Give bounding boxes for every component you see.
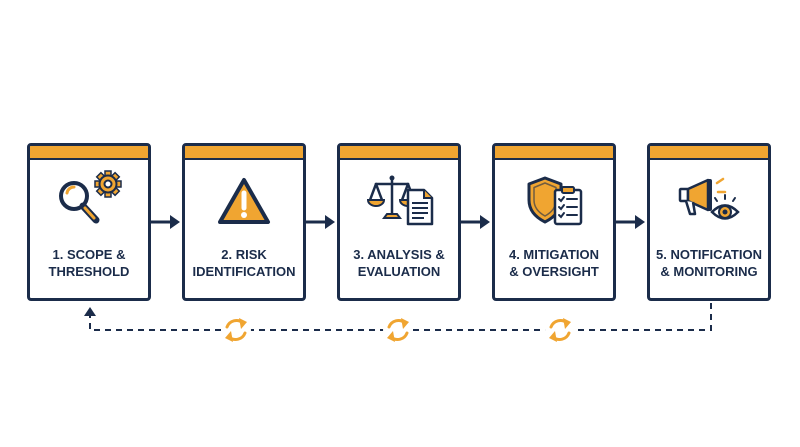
card-header-bar	[340, 146, 458, 160]
arrow-step-1-to-2	[151, 215, 180, 229]
step-label: 5. NOTIFICATION & MONITORING	[650, 246, 768, 280]
step-card-analysis-evaluation: 3. ANALYSIS & EVALUATION	[337, 143, 461, 301]
cycle-icon	[383, 315, 413, 345]
step-label: 4. MITIGATION & OVERSIGHT	[495, 246, 613, 280]
card-header-bar	[495, 146, 613, 160]
feedback-loop	[84, 303, 712, 331]
card-header-bar	[185, 146, 303, 160]
shield-clipboard-icon	[527, 176, 583, 226]
warning-triangle-icon	[218, 178, 270, 224]
forward-arrows	[151, 215, 645, 229]
cycle-icons	[221, 315, 575, 345]
step-label-line1: 4. MITIGATION	[508, 247, 600, 262]
step-label-line1: 5. NOTIFICATION	[656, 247, 762, 262]
step-label-line1: 2. RISK	[221, 247, 267, 262]
arrow-step-2-to-3	[306, 215, 335, 229]
step-label: 2. RISK IDENTIFICATION	[185, 246, 303, 280]
step-label: 1. SCOPE & THRESHOLD	[30, 246, 148, 280]
step-card-mitigation-oversight: 4. MITIGATION & OVERSIGHT	[492, 143, 616, 301]
step-label-line2: EVALUATION	[357, 264, 441, 279]
feedback-loop-arrowhead	[84, 307, 96, 316]
step-label-line2: IDENTIFICATION	[192, 264, 296, 279]
arrow-step-3-to-4	[461, 215, 490, 229]
cycle-icon	[221, 315, 251, 345]
cycle-icon	[545, 315, 575, 345]
card-header-bar	[650, 146, 768, 160]
step-label-line1: 1. SCOPE &	[52, 247, 126, 262]
card-header-bar	[30, 146, 148, 160]
step-label: 3. ANALYSIS & EVALUATION	[340, 246, 458, 280]
step-card-notification-monitoring: 5. NOTIFICATION & MONITORING	[647, 143, 771, 301]
step-card-risk-identification: 2. RISK IDENTIFICATION	[182, 143, 306, 301]
megaphone-eye-icon	[678, 177, 740, 220]
scales-document-icon	[366, 175, 434, 226]
arrow-step-4-to-5	[616, 215, 645, 229]
step-card-scope-threshold: 1. SCOPE & THRESHOLD	[27, 143, 151, 301]
magnifier-gear-icon	[59, 170, 122, 224]
feedback-loop-line	[89, 303, 712, 331]
step-label-line2: THRESHOLD	[48, 264, 130, 279]
step-label-line1: 3. ANALYSIS &	[353, 247, 445, 262]
step-label-line2: & OVERSIGHT	[509, 264, 599, 279]
step-label-line2: & MONITORING	[660, 264, 758, 279]
